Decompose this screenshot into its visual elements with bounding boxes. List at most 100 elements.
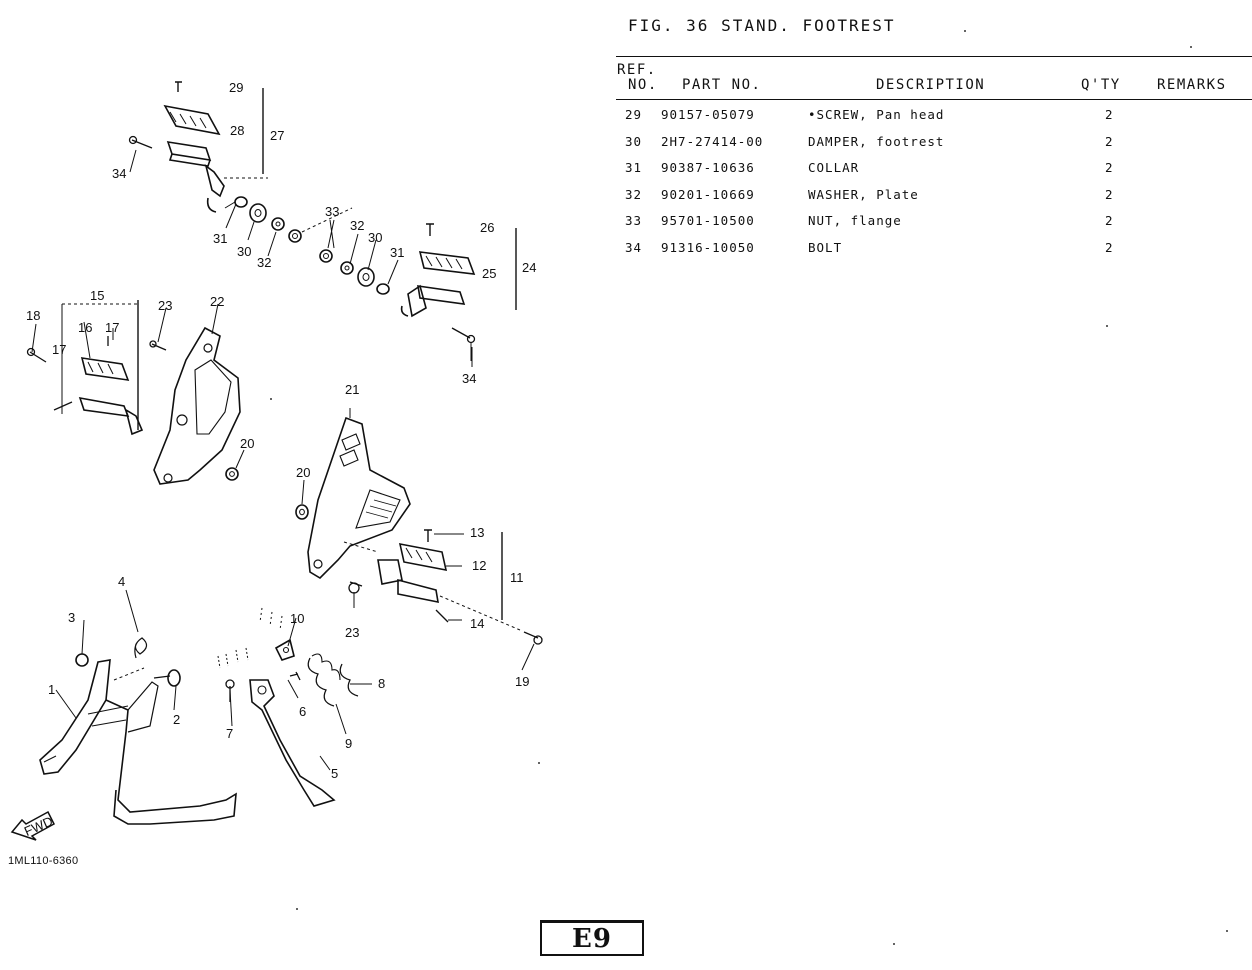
callout-21: 21 — [345, 382, 359, 397]
callout-18: 17 — [52, 342, 66, 357]
scan-speck — [296, 908, 298, 910]
spacer-parts — [224, 196, 390, 295]
scan-speck — [538, 762, 540, 764]
callout-4: 4 — [118, 574, 125, 589]
callout-34: 34 — [112, 166, 126, 181]
header-qty: Q'TY — [1081, 77, 1121, 93]
callout-30b: 30 — [368, 230, 382, 245]
row-ref: 33 — [625, 213, 643, 228]
callout-6: 6 — [299, 704, 306, 719]
illustration-code: 1ML110-6360 — [8, 855, 79, 867]
row-qty: 2 — [1105, 107, 1114, 122]
forward-arrow-icon: FWD — [10, 810, 55, 841]
header-description: DESCRIPTION — [876, 77, 986, 93]
row-qty: 2 — [1105, 160, 1114, 175]
callout-24: 24 — [522, 260, 536, 275]
callout-3: 3 — [68, 610, 75, 625]
row-description: COLLAR — [808, 160, 860, 175]
callout-13: 13 — [470, 525, 484, 540]
callout-28: 28 — [230, 123, 244, 138]
row-part-no: 90157-05079 — [661, 107, 755, 122]
main-stand-1 — [39, 637, 237, 825]
callout-12: 12 — [472, 558, 486, 573]
callout-29: 29 — [229, 80, 243, 95]
callout-19: 18 — [26, 308, 40, 323]
callout-17: 17 — [105, 320, 119, 335]
footrest-bracket-21 — [295, 416, 411, 580]
callout-15: 15 — [90, 288, 104, 303]
figure-title: FIG. 36 STAND. FOOTREST — [628, 16, 896, 35]
row-description: NUT, flange — [808, 213, 902, 228]
footrest-assembly-24 — [400, 223, 517, 361]
row-qty: 2 — [1105, 213, 1114, 228]
callout-5: 5 — [331, 766, 338, 781]
callout-26: 26 — [480, 220, 494, 235]
callout-22: 22 — [210, 294, 224, 309]
row-ref: 31 — [625, 160, 643, 175]
callout-32b: 32 — [350, 218, 364, 233]
table-row: 29 90157-05079 •SCREW, Pan head 2 — [616, 107, 1252, 133]
callout-8: 8 — [378, 676, 385, 691]
callout-labels: 29 28 27 34 31 30 32 33 32 30 31 26 25 2… — [26, 80, 536, 781]
table-row: 30 2H7-27414-00 DAMPER, footrest 2 — [616, 134, 1252, 160]
row-qty: 2 — [1105, 134, 1114, 149]
footrest-assembly-11 — [348, 529, 543, 645]
scan-speck — [893, 943, 895, 945]
callout-1: 1 — [48, 682, 55, 697]
callout-14: 14 — [470, 616, 484, 631]
row-part-no: 90201-10669 — [661, 187, 755, 202]
callout-23b: 23 — [345, 625, 359, 640]
callout-27: 27 — [270, 128, 284, 143]
table-row: 32 90201-10669 WASHER, Plate 2 — [616, 187, 1252, 213]
row-part-no: 95701-10500 — [661, 213, 755, 228]
scan-speck — [270, 398, 272, 400]
scan-speck — [1190, 46, 1192, 48]
row-ref: 34 — [625, 240, 643, 255]
callout-33: 33 — [325, 204, 339, 219]
row-description: DAMPER, footrest — [808, 134, 945, 149]
callout-20: 20 — [240, 436, 254, 451]
fwd-label: FWD — [22, 813, 55, 839]
callout-19b: 19 — [515, 674, 529, 689]
row-part-no: 91316-10050 — [661, 240, 755, 255]
exploded-parts-diagram: FWD — [10, 80, 543, 841]
header-rule — [616, 56, 1252, 57]
callout-25: 25 — [482, 266, 496, 281]
footrest-bracket-22 — [149, 326, 241, 485]
scan-speck — [1106, 325, 1108, 327]
table-row: 34 91316-10050 BOLT 2 — [616, 240, 1252, 266]
table-row: 33 95701-10500 NUT, flange 2 — [616, 213, 1252, 239]
scan-speck — [1226, 930, 1228, 932]
footrest-assembly-27 — [128, 81, 268, 213]
callout-23: 23 — [158, 298, 172, 313]
row-description: WASHER, Plate — [808, 187, 919, 202]
callout-20b: 20 — [296, 465, 310, 480]
callout-16: 16 — [78, 320, 92, 335]
scan-speck — [964, 30, 966, 32]
row-description: BOLT — [808, 240, 843, 255]
callout-30: 30 — [237, 244, 251, 259]
row-part-no: 2H7-27414-00 — [661, 134, 764, 149]
row-ref: 32 — [625, 187, 643, 202]
row-ref: 30 — [625, 134, 643, 149]
header-ref-no-line2: NO. — [628, 77, 658, 93]
row-description: •SCREW, Pan head — [808, 107, 945, 122]
callout-9: 9 — [345, 736, 352, 751]
callout-31: 31 — [213, 231, 227, 246]
row-qty: 2 — [1105, 240, 1114, 255]
callout-7: 7 — [226, 726, 233, 741]
callout-34b: 34 — [462, 371, 476, 386]
callout-31b: 31 — [390, 245, 404, 260]
callout-2: 2 — [173, 712, 180, 727]
side-stand-5 — [217, 607, 359, 807]
header-part-no: PART NO. — [682, 77, 762, 93]
page-number-badge: E9 — [540, 920, 644, 956]
row-ref: 29 — [625, 107, 643, 122]
callout-32: 32 — [257, 255, 271, 270]
table-row: 31 90387-10636 COLLAR 2 — [616, 160, 1252, 186]
row-qty: 2 — [1105, 187, 1114, 202]
header-ref-no-line1: REF. — [617, 62, 657, 78]
row-part-no: 90387-10636 — [661, 160, 755, 175]
header-underline — [616, 99, 1252, 100]
